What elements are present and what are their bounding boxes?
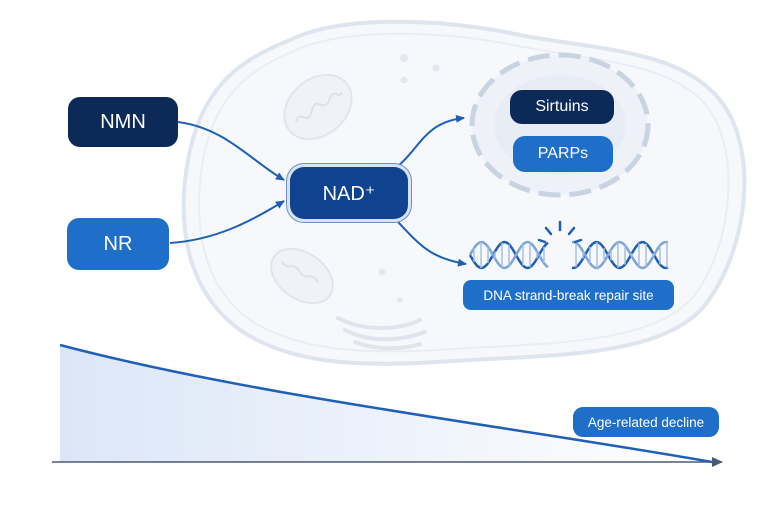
nad-label: NAD⁺ (322, 182, 376, 205)
arrow-nad-to-sirtuins (397, 114, 465, 167)
mitochondrion-icon (270, 247, 334, 305)
nad-node: NAD⁺ (290, 167, 408, 219)
nucleus (469, 52, 651, 198)
decline-curve (59, 343, 713, 464)
arrow-nr-to-nad (169, 200, 285, 244)
dna-repair-site-label: DNA strand-break repair site (463, 280, 674, 310)
dna-strand (571, 240, 669, 270)
nr-label: NR (103, 232, 133, 255)
age-decline-label: Age-related decline (573, 407, 719, 437)
dna-strand (571, 240, 669, 270)
dna-break-icon (537, 220, 583, 244)
dna-helix-icon (468, 240, 669, 270)
age-decline-text: Age-related decline (587, 414, 705, 430)
mitochondrion-icon (283, 73, 353, 141)
sirtuins-label: Sirtuins (535, 98, 589, 115)
cell-inner-membrane (198, 32, 730, 353)
dna-repair-site-text: DNA strand-break repair site (483, 287, 654, 303)
arrow-nmn-to-nad (177, 121, 285, 181)
decline-area (60, 345, 712, 462)
nr-node: NR (67, 218, 169, 270)
parps-node: PARPs (513, 136, 613, 172)
arrow-nad-to-dna (397, 221, 467, 267)
nmn-node: NMN (68, 97, 178, 147)
golgi-icon (336, 316, 427, 351)
nmn-label: NMN (100, 110, 146, 133)
vesicle-dots (378, 54, 440, 303)
parps-label: PARPs (537, 145, 589, 162)
cell-membrane (181, 19, 747, 366)
sirtuins-node: Sirtuins (510, 90, 614, 124)
